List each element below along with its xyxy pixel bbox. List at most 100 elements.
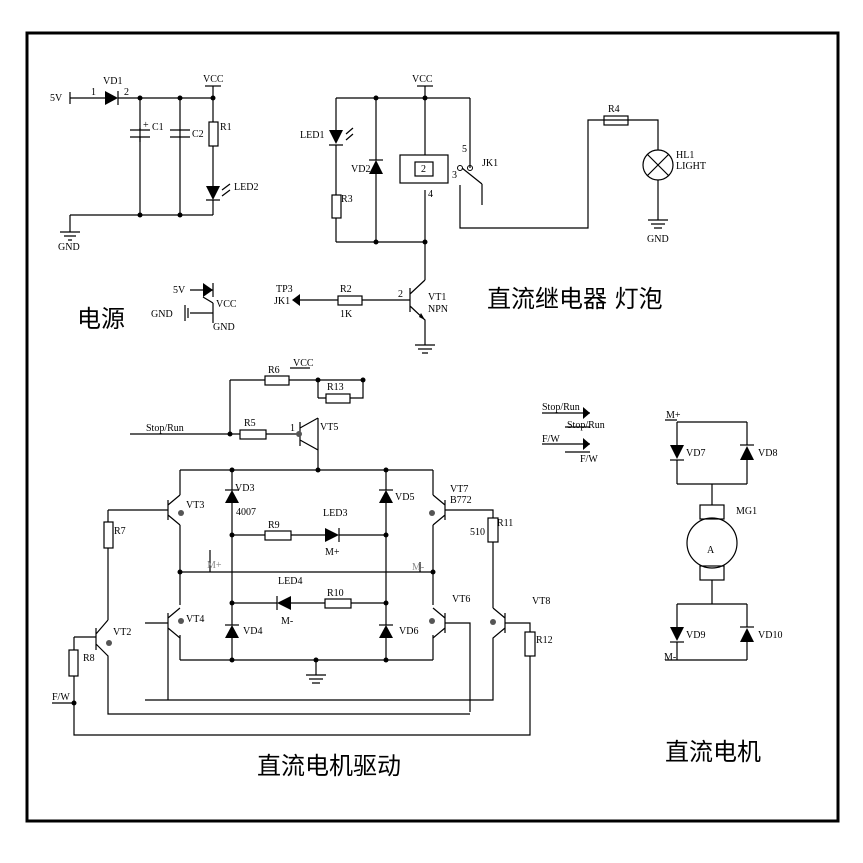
label-r12: R12 (536, 635, 553, 646)
label-r11-value: 510 (470, 527, 485, 538)
label-led3: LED3 (323, 508, 347, 519)
label-m-minus-motor: M- (664, 652, 676, 663)
label-npn: NPN (428, 304, 448, 315)
relay-pin-3: 3 (452, 170, 457, 181)
label-vt4: VT4 (186, 614, 204, 625)
diode-vd3-icon (225, 490, 239, 503)
label-jk1: JK1 (482, 158, 498, 169)
diode-vd10-icon (740, 628, 754, 642)
label-4007: 4007 (236, 507, 256, 518)
net-stop-run-a: Stop/Run (542, 402, 580, 413)
label-r1: R1 (220, 122, 232, 133)
diode-vd5-icon (379, 490, 393, 503)
diode-vd6-icon (379, 625, 393, 638)
label-stop-run: Stop/Run (146, 423, 184, 434)
resistor-r11 (487, 517, 499, 543)
diode-vd9-icon (670, 627, 684, 641)
label-vd4: VD4 (243, 626, 262, 637)
label-vd8: VD8 (758, 448, 777, 459)
label-m-plus-motor: M+ (666, 410, 681, 421)
led4-icon (277, 596, 291, 610)
relay-pin-4: 4 (428, 189, 433, 200)
label-mg1: MG1 (736, 506, 757, 517)
net-fw-b: F/W (580, 454, 598, 465)
label-vd6: VD6 (399, 626, 418, 637)
label-r7: R7 (114, 526, 126, 537)
motor-mg1 (686, 517, 738, 569)
label-vcc-driver: VCC (293, 358, 314, 369)
relay-pin-2: 2 (421, 164, 426, 175)
net-label-legend: Stop/Run Stop/Run F/W F/W (542, 402, 605, 465)
plus-sign: + (143, 120, 149, 131)
label-vd3: VD3 (235, 483, 254, 494)
label-led2: LED2 (234, 182, 258, 193)
pin-1: 1 (91, 87, 96, 98)
legend-5v: 5V (173, 285, 186, 296)
resistor-r2 (337, 295, 363, 306)
label-vt7: VT7 (450, 484, 468, 495)
label-vt6: VT6 (452, 594, 470, 605)
legend-gnd-2: GND (213, 322, 235, 333)
label-r11: R11 (497, 518, 513, 529)
label-m-plus-node: M+ (207, 560, 222, 571)
resistor-r3 (331, 194, 342, 219)
resistor-r13 (325, 393, 351, 404)
label-m-minus-led: M- (281, 616, 293, 627)
pin-2-vt1: 2 (398, 289, 403, 300)
label-r4: R4 (608, 104, 620, 115)
label-vt1: VT1 (428, 292, 446, 303)
label-led4: LED4 (278, 576, 302, 587)
label-jk1-input: JK1 (274, 296, 290, 307)
section-title-power: 电源 (77, 305, 125, 333)
label-vd7: VD7 (686, 448, 705, 459)
resistor-r1 (208, 121, 219, 147)
resistor-r9 (264, 530, 292, 541)
motor-driver-section: R6 VCC R13 Stop/Run R5 1 VT5 VD3 4007 VD… (52, 358, 553, 736)
label-m-plus-led: M+ (325, 547, 340, 558)
power-symbols-legend: 5V VCC GND GND (151, 283, 237, 333)
label-b772: B772 (450, 495, 472, 506)
label-r13: R13 (327, 382, 344, 393)
resistor-r6 (264, 375, 290, 386)
label-r6: R6 (268, 365, 280, 376)
pin-1-vt5: 1 (290, 423, 295, 434)
net-stop-run-b: Stop/Run (567, 420, 605, 431)
label-vd9: VD9 (686, 630, 705, 641)
label-5v: 5V (50, 93, 63, 104)
label-r2-value: 1K (340, 309, 353, 320)
label-r3: R3 (341, 194, 353, 205)
relay-coil (399, 154, 449, 184)
label-r2: R2 (340, 284, 352, 295)
diode-vd7-icon (670, 445, 684, 459)
label-r9: R9 (268, 520, 280, 531)
motor-section: M+ VD7 VD8 MG1 A VD9 VD10 M- (664, 410, 782, 663)
label-led1: LED1 (300, 130, 324, 141)
label-tp3: TP3 (276, 284, 293, 295)
relay-pin-5: 5 (462, 144, 467, 155)
legend-gnd: GND (151, 309, 173, 320)
label-vt2: VT2 (113, 627, 131, 638)
frame-border (25, 31, 840, 823)
label-vd1: VD1 (103, 76, 122, 87)
led3-icon (325, 528, 339, 542)
label-r10: R10 (327, 588, 344, 599)
label-ammeter: A (707, 545, 715, 556)
label-r5: R5 (244, 418, 256, 429)
resistor-r10 (324, 598, 352, 609)
label-vd10: VD10 (758, 630, 782, 641)
diode-vd1-icon (105, 91, 118, 105)
label-gnd-lamp: GND (647, 234, 669, 245)
resistor-r4 (603, 115, 629, 126)
diode-vd8-icon (740, 446, 754, 460)
resistor-r8 (68, 649, 79, 677)
label-gnd: GND (58, 242, 80, 253)
led2-icon (206, 186, 220, 200)
label-vt5: VT5 (320, 422, 338, 433)
diode-vd2-icon (369, 160, 383, 174)
label-vcc: VCC (203, 74, 224, 85)
label-vt3: VT3 (186, 500, 204, 511)
label-fw: F/W (52, 692, 70, 703)
section-title-driver: 直流电机驱动 (257, 752, 401, 780)
